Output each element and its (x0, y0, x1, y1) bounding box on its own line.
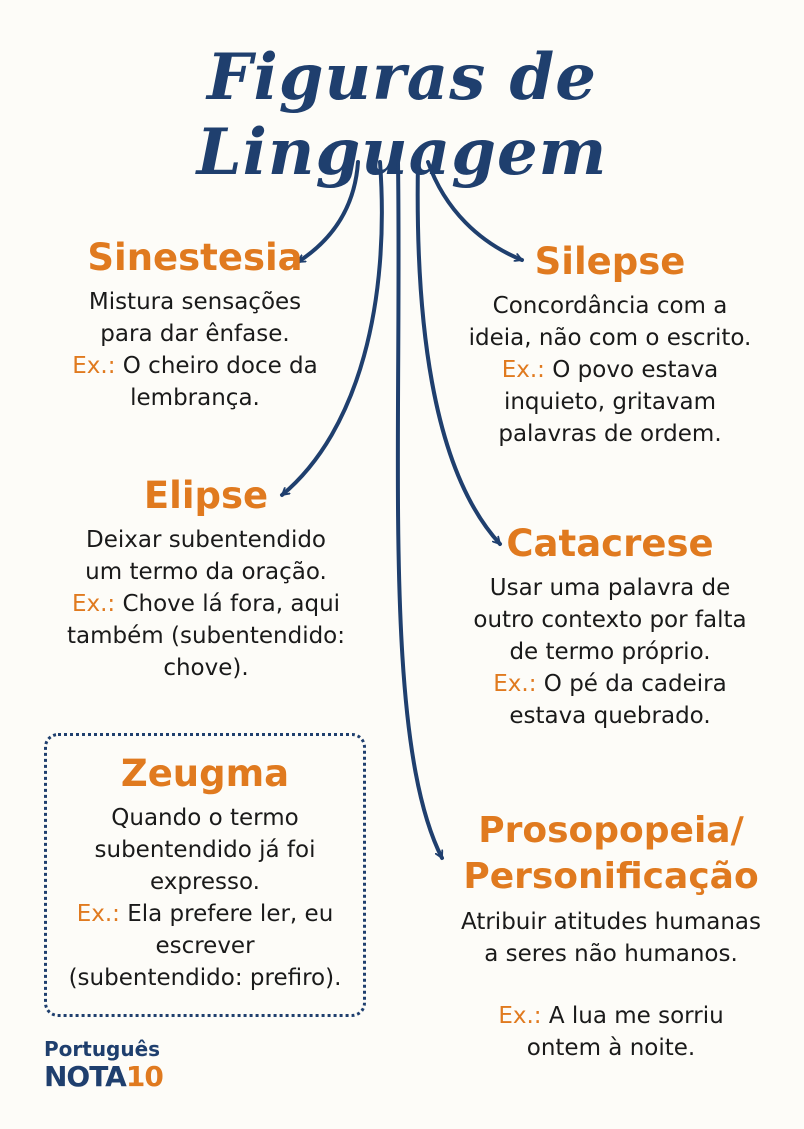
heading-line: Prosopopeia/ (478, 810, 744, 851)
definition-line: Usar uma palavra de (489, 575, 731, 601)
ex-label: Ex.: (493, 671, 537, 697)
heading-silepse: Silepse (534, 240, 686, 283)
example-line: lembrança. (130, 385, 260, 411)
example-text: Ela prefere ler, eu (127, 901, 334, 927)
ex-label: Ex.: (76, 901, 120, 927)
arrow-to-elipse (280, 160, 384, 497)
example-text: O cheiro doce da (122, 353, 318, 379)
definition-line: Quando o termo (111, 805, 299, 831)
arrow-to-prosopopeia (395, 160, 444, 860)
heading-zeugma: Zeugma (120, 752, 290, 795)
brand-line2: NOTA10 (44, 1060, 164, 1093)
ex-label: Ex.: (501, 357, 545, 383)
brand-line1: Português (44, 1037, 161, 1061)
example-line: Ex.: O cheiro doce da (40, 350, 350, 382)
heading-line: Personificação (463, 856, 759, 897)
heading-sinestesia: Sinestesia (87, 236, 303, 279)
definition-line: Deixar subentendido (85, 527, 327, 553)
card-catacrese: Catacrese Usar uma palavra de outro cont… (440, 522, 780, 732)
definition-line: Atribuir atitudes humanas (461, 909, 761, 935)
brand-logo: Português NOTA10 (44, 1037, 164, 1093)
definition-line: de termo próprio. (509, 639, 711, 665)
card-zeugma: Zeugma Quando o termo subentendido já fo… (44, 752, 366, 994)
definition-line: a seres não humanos. (484, 941, 738, 967)
definition-line: subentendido já foi (94, 837, 316, 863)
brand-nota: NOTA (44, 1060, 127, 1093)
example-line: inquieto, gritavam (503, 389, 717, 415)
example-text: O pé da cadeira (543, 671, 727, 697)
ex-label: Ex.: (71, 591, 116, 617)
example-line: chove). (163, 655, 249, 681)
arrow-to-catacrese (415, 160, 502, 546)
arrow-to-sinestesia (296, 160, 360, 264)
example-line: também (subentendido: (67, 623, 345, 649)
example-line: escrever (155, 933, 255, 959)
example-line: Ex.: A lua me sorriu (432, 1000, 790, 1032)
example-line: estava quebrado. (509, 703, 711, 729)
heading-prosopopeia: Prosopopeia/ Personificação (432, 808, 790, 900)
definition-line: ideia, não com o escrito. (468, 325, 752, 351)
definition-line: Mistura sensações (88, 289, 302, 315)
ex-label: Ex.: (72, 353, 116, 379)
definition-line: para dar ênfase. (100, 321, 290, 347)
card-silepse: Silepse Concordância com a ideia, não co… (440, 240, 780, 450)
arrow-to-silepse (426, 160, 524, 262)
zeugma-box (44, 733, 366, 1017)
heading-catacrese: Catacrese (506, 522, 714, 565)
example-line: palavras de ordem. (498, 421, 722, 447)
definition-line: Concordância com a (492, 293, 728, 319)
heading-elipse: Elipse (143, 474, 269, 517)
card-prosopopeia: Prosopopeia/ Personificação Atribuir ati… (432, 808, 790, 1064)
example-line: Ex.: O pé da cadeira (440, 668, 780, 700)
example-line: Ex.: Chove lá fora, aqui (40, 588, 372, 620)
example-text: O povo estava (552, 357, 719, 383)
definition-line: um termo da oração. (85, 559, 327, 585)
page-title: Figuras de Linguagem (196, 40, 608, 190)
card-sinestesia: Sinestesia Mistura sensações para dar ên… (40, 236, 350, 414)
definition-line: outro contexto por falta (473, 607, 747, 633)
example-text: A lua me sorriu (548, 1003, 724, 1029)
example-line: Ex.: Ela prefere ler, eu (44, 898, 366, 930)
ex-label: Ex.: (498, 1003, 542, 1029)
example-text: Chove lá fora, aqui (122, 591, 341, 617)
definition-line: expresso. (149, 869, 260, 895)
example-line: (subentendido: prefiro). (68, 965, 342, 991)
brand-ten: 10 (125, 1060, 164, 1093)
card-elipse: Elipse Deixar subentendido um termo da o… (40, 474, 372, 684)
example-line: Ex.: O povo estava (440, 354, 780, 386)
example-line: ontem à noite. (526, 1035, 696, 1061)
